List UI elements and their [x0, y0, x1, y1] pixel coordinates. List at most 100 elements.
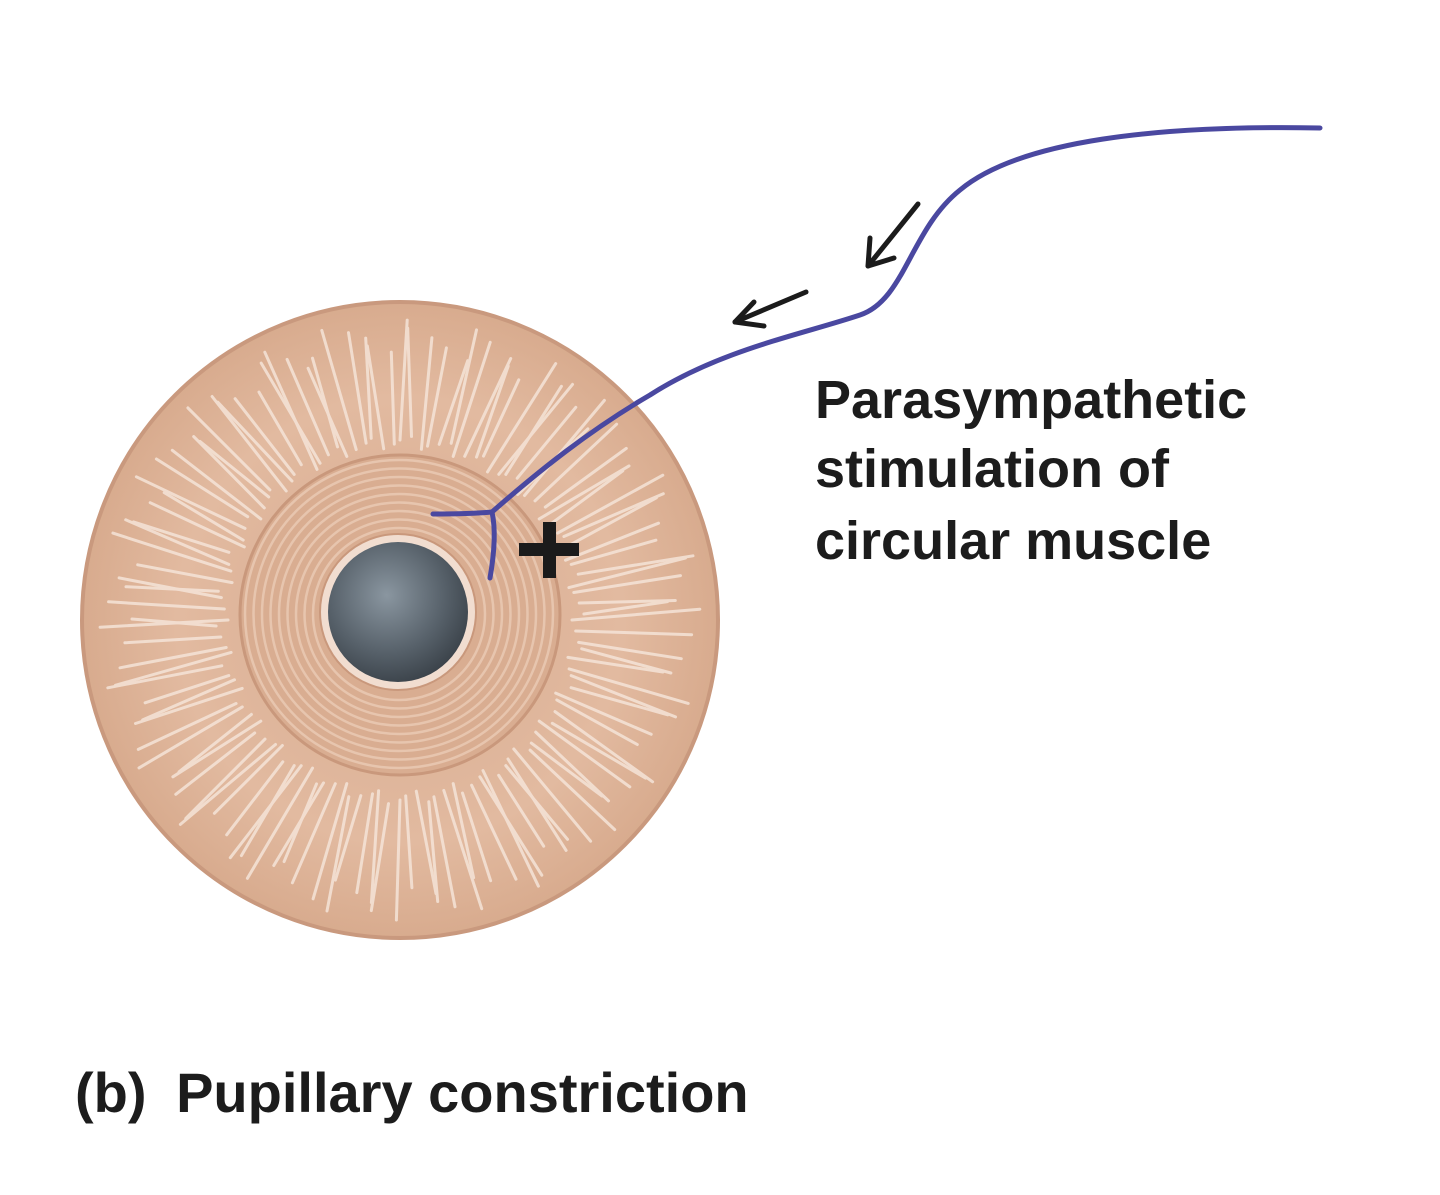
nerve-fiber — [489, 125, 1323, 515]
radial-fiber — [394, 798, 402, 922]
radial-fiber — [98, 618, 230, 629]
radial-fiber — [216, 400, 294, 483]
radial-fiber — [398, 318, 409, 442]
caption-part-label: (b) — [75, 1061, 147, 1124]
radial-fiber — [113, 650, 233, 687]
radial-fiber — [556, 496, 658, 554]
radial-fiber — [178, 743, 277, 826]
radial-fiber — [136, 702, 238, 751]
annotation-line-3: circular muscle — [815, 511, 1211, 571]
circular-fiber — [286, 501, 512, 727]
radial-fiber — [233, 397, 296, 476]
radial-fiber — [504, 764, 569, 841]
parasympathetic-nerve — [430, 125, 1323, 581]
radial-fiber — [210, 395, 288, 493]
radial-fiber — [406, 326, 413, 438]
circular-fiber — [277, 492, 521, 736]
arrow-left-down-icon — [865, 201, 921, 269]
radial-fiber — [192, 435, 266, 510]
radial-fiber — [555, 698, 639, 746]
radial-fiber — [320, 328, 358, 452]
radial-fiber — [369, 789, 381, 905]
radial-fiber — [567, 667, 690, 705]
radial-fiber — [437, 359, 470, 446]
radial-fiber — [170, 448, 263, 521]
radial-fiber — [106, 664, 224, 690]
radial-fiber — [171, 719, 263, 779]
radial-fiber — [111, 531, 233, 573]
radial-fiber — [554, 691, 653, 736]
radial-fiber — [577, 640, 683, 661]
radial-fiber — [239, 764, 296, 858]
radial-fiber — [577, 599, 677, 605]
radial-fiber — [529, 741, 604, 798]
radial-fiber — [404, 794, 414, 890]
radial-fiber — [282, 782, 318, 864]
annotation-line-1: Parasympathetic — [815, 370, 1247, 430]
radial-fiber — [184, 737, 267, 820]
radial-fiber — [141, 678, 236, 722]
radial-fiber — [461, 791, 493, 883]
radial-fiber — [534, 730, 610, 803]
nerve-terminal-down — [487, 509, 497, 581]
radial-fiber — [118, 646, 228, 670]
radial-fiber — [186, 406, 272, 492]
radial-fiber — [355, 792, 374, 895]
radial-fiber — [389, 350, 396, 446]
radial-fiber — [504, 384, 563, 476]
radial-fiber — [365, 344, 386, 451]
radial-fiber — [562, 492, 665, 538]
radial-fiber — [107, 600, 226, 611]
circular-muscle-fibers — [243, 458, 555, 770]
radial-muscle-fibers — [98, 318, 702, 922]
figure-caption: (b) Pupillary constriction — [75, 1061, 749, 1124]
radial-fiber — [432, 795, 457, 909]
radial-fiber — [174, 731, 257, 796]
radial-fiber — [537, 719, 632, 789]
radial-fiber — [451, 782, 476, 880]
radial-fiber — [285, 357, 330, 457]
radial-fiber — [475, 364, 510, 459]
radial-fiber — [306, 366, 349, 458]
radial-fiber — [574, 629, 694, 637]
arrow-left-down-icon — [732, 289, 809, 329]
radial-fiber — [177, 712, 253, 774]
radial-fiber — [478, 775, 544, 877]
radial-fiber — [512, 747, 593, 843]
circular-fiber — [303, 518, 495, 710]
radial-fiber — [333, 794, 363, 882]
radial-fiber — [580, 647, 673, 675]
radial-fiber — [556, 473, 665, 535]
radial-fiber — [570, 607, 702, 622]
circular-fiber — [243, 458, 555, 770]
radial-fiber — [162, 491, 245, 542]
radial-fiber — [442, 788, 484, 911]
radial-fiber — [528, 748, 617, 832]
circular-fiber — [311, 526, 487, 702]
radial-fiber — [311, 782, 349, 901]
radial-fiber — [569, 674, 677, 719]
radial-fiber — [124, 585, 220, 593]
radial-fiber — [569, 686, 670, 717]
radial-fiber — [449, 328, 478, 445]
radial-fiber — [566, 655, 665, 674]
radial-fiber — [576, 554, 695, 576]
radial-fiber — [369, 802, 390, 913]
radial-fiber — [245, 766, 314, 880]
circular-fiber — [252, 467, 546, 761]
radial-fiber — [198, 440, 271, 499]
radial-fiber — [569, 538, 658, 566]
radial-fiber — [123, 635, 223, 645]
radial-fiber — [582, 600, 669, 616]
radial-fiber — [523, 398, 606, 497]
radial-fiber — [564, 521, 660, 562]
radial-fiber — [537, 464, 631, 521]
radial-fiber — [259, 361, 322, 465]
radial-fiber — [414, 789, 438, 896]
radial-fiber — [137, 705, 244, 770]
signal-arrows — [732, 201, 921, 329]
radial-fiber — [470, 783, 518, 881]
radial-fiber — [132, 520, 231, 554]
radial-fiber — [482, 378, 521, 458]
